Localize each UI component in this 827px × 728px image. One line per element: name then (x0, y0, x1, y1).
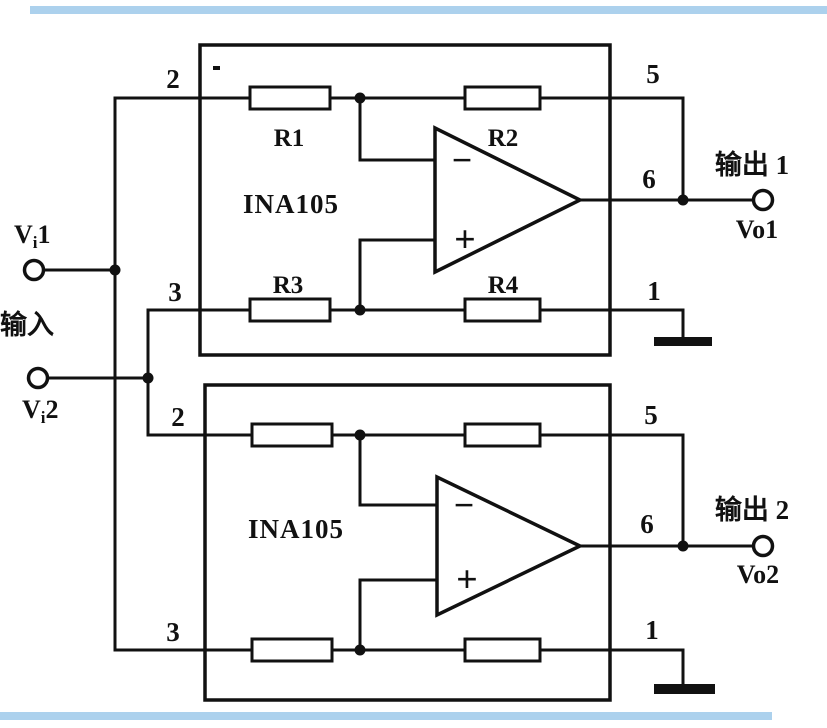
input-vi1-terminal (22, 258, 46, 282)
unit1-inverting-input-symbol: − (452, 140, 473, 180)
unit1-pin1-label: 1 (647, 276, 661, 306)
unit2-resistor-top-left (250, 422, 334, 448)
junction-dot (677, 540, 689, 552)
unit2-resistor-top-right (463, 422, 542, 448)
unit2-pin2-label: 2 (171, 402, 185, 432)
unit2-resistor-bottom-left (250, 637, 334, 663)
unit2-output-terminal (751, 534, 775, 558)
unit1-noninverting-input-symbol: + (454, 219, 476, 261)
vi2-base: V (22, 395, 41, 424)
unit1-pin3-label: 3 (168, 277, 182, 307)
junction-dot (354, 429, 366, 441)
junction-dot (677, 194, 689, 206)
scan-artifact-top (30, 6, 827, 14)
unit2-chip-outline (203, 383, 612, 702)
unit2-pin1-label: 1 (645, 615, 659, 645)
unit2-ground-symbol (654, 684, 715, 694)
unit1-r4-label: R4 (488, 272, 519, 299)
junction-dot (109, 264, 121, 276)
unit1-resistor-r3 (248, 297, 332, 323)
unit1-resistor-r2 (463, 85, 542, 111)
unit2-pin3-label: 3 (166, 617, 180, 647)
unit1-wiring (113, 96, 755, 339)
unit2-noninverting-input-symbol: + (456, 559, 478, 601)
stray-ink-mark (213, 66, 220, 70)
vi1-base: V (14, 220, 33, 249)
unit2-pin6-label: 6 (640, 509, 654, 539)
unit1-resistor-r1 (248, 85, 332, 111)
input-vi1-label: Vi1 (14, 220, 51, 252)
unit1-opamp-triangle (433, 125, 584, 275)
unit1-output-terminal (751, 188, 775, 212)
input-vi2-label: Vi2 (22, 395, 59, 427)
unit2-opamp-triangle (435, 474, 585, 618)
vi2-index: 2 (46, 395, 59, 424)
unit1-pin2-label: 2 (166, 64, 180, 94)
unit1-pin6-label: 6 (642, 164, 656, 194)
junction-dot (354, 644, 366, 656)
unit2-inverting-input-symbol: − (454, 485, 475, 525)
junction-dot (354, 304, 366, 316)
unit2-chip-label: INA105 (248, 514, 344, 544)
unit1-output-label: 输出 1 (715, 149, 789, 180)
unit1-ground-symbol (654, 337, 712, 346)
unit1-r1-label: R1 (274, 125, 305, 152)
unit1-resistor-r4 (463, 297, 542, 323)
input-group-label: 输入 (0, 309, 54, 340)
unit1-output-name: Vo1 (736, 215, 778, 244)
unit2-output-name: Vo2 (737, 560, 779, 589)
vi2-subscript: i (41, 408, 46, 427)
input-vi2-terminal (26, 366, 50, 390)
input-wiring (42, 96, 150, 652)
junction-dot (354, 92, 366, 104)
unit1-r3-label: R3 (273, 272, 304, 299)
vi1-index: 1 (38, 220, 51, 249)
unit2-resistor-bottom-right (463, 637, 542, 663)
unit2-output-label: 输出 2 (715, 494, 789, 525)
unit2-pin5-label: 5 (644, 400, 658, 430)
vi1-subscript: i (33, 233, 38, 252)
unit1-chip-label: INA105 (243, 189, 339, 219)
unit2-wiring (113, 433, 755, 686)
scan-artifact-bottom (0, 712, 772, 720)
unit1-r2-label: R2 (488, 125, 519, 152)
junction-dot (142, 372, 154, 384)
unit1-pin5-label: 5 (646, 59, 660, 89)
